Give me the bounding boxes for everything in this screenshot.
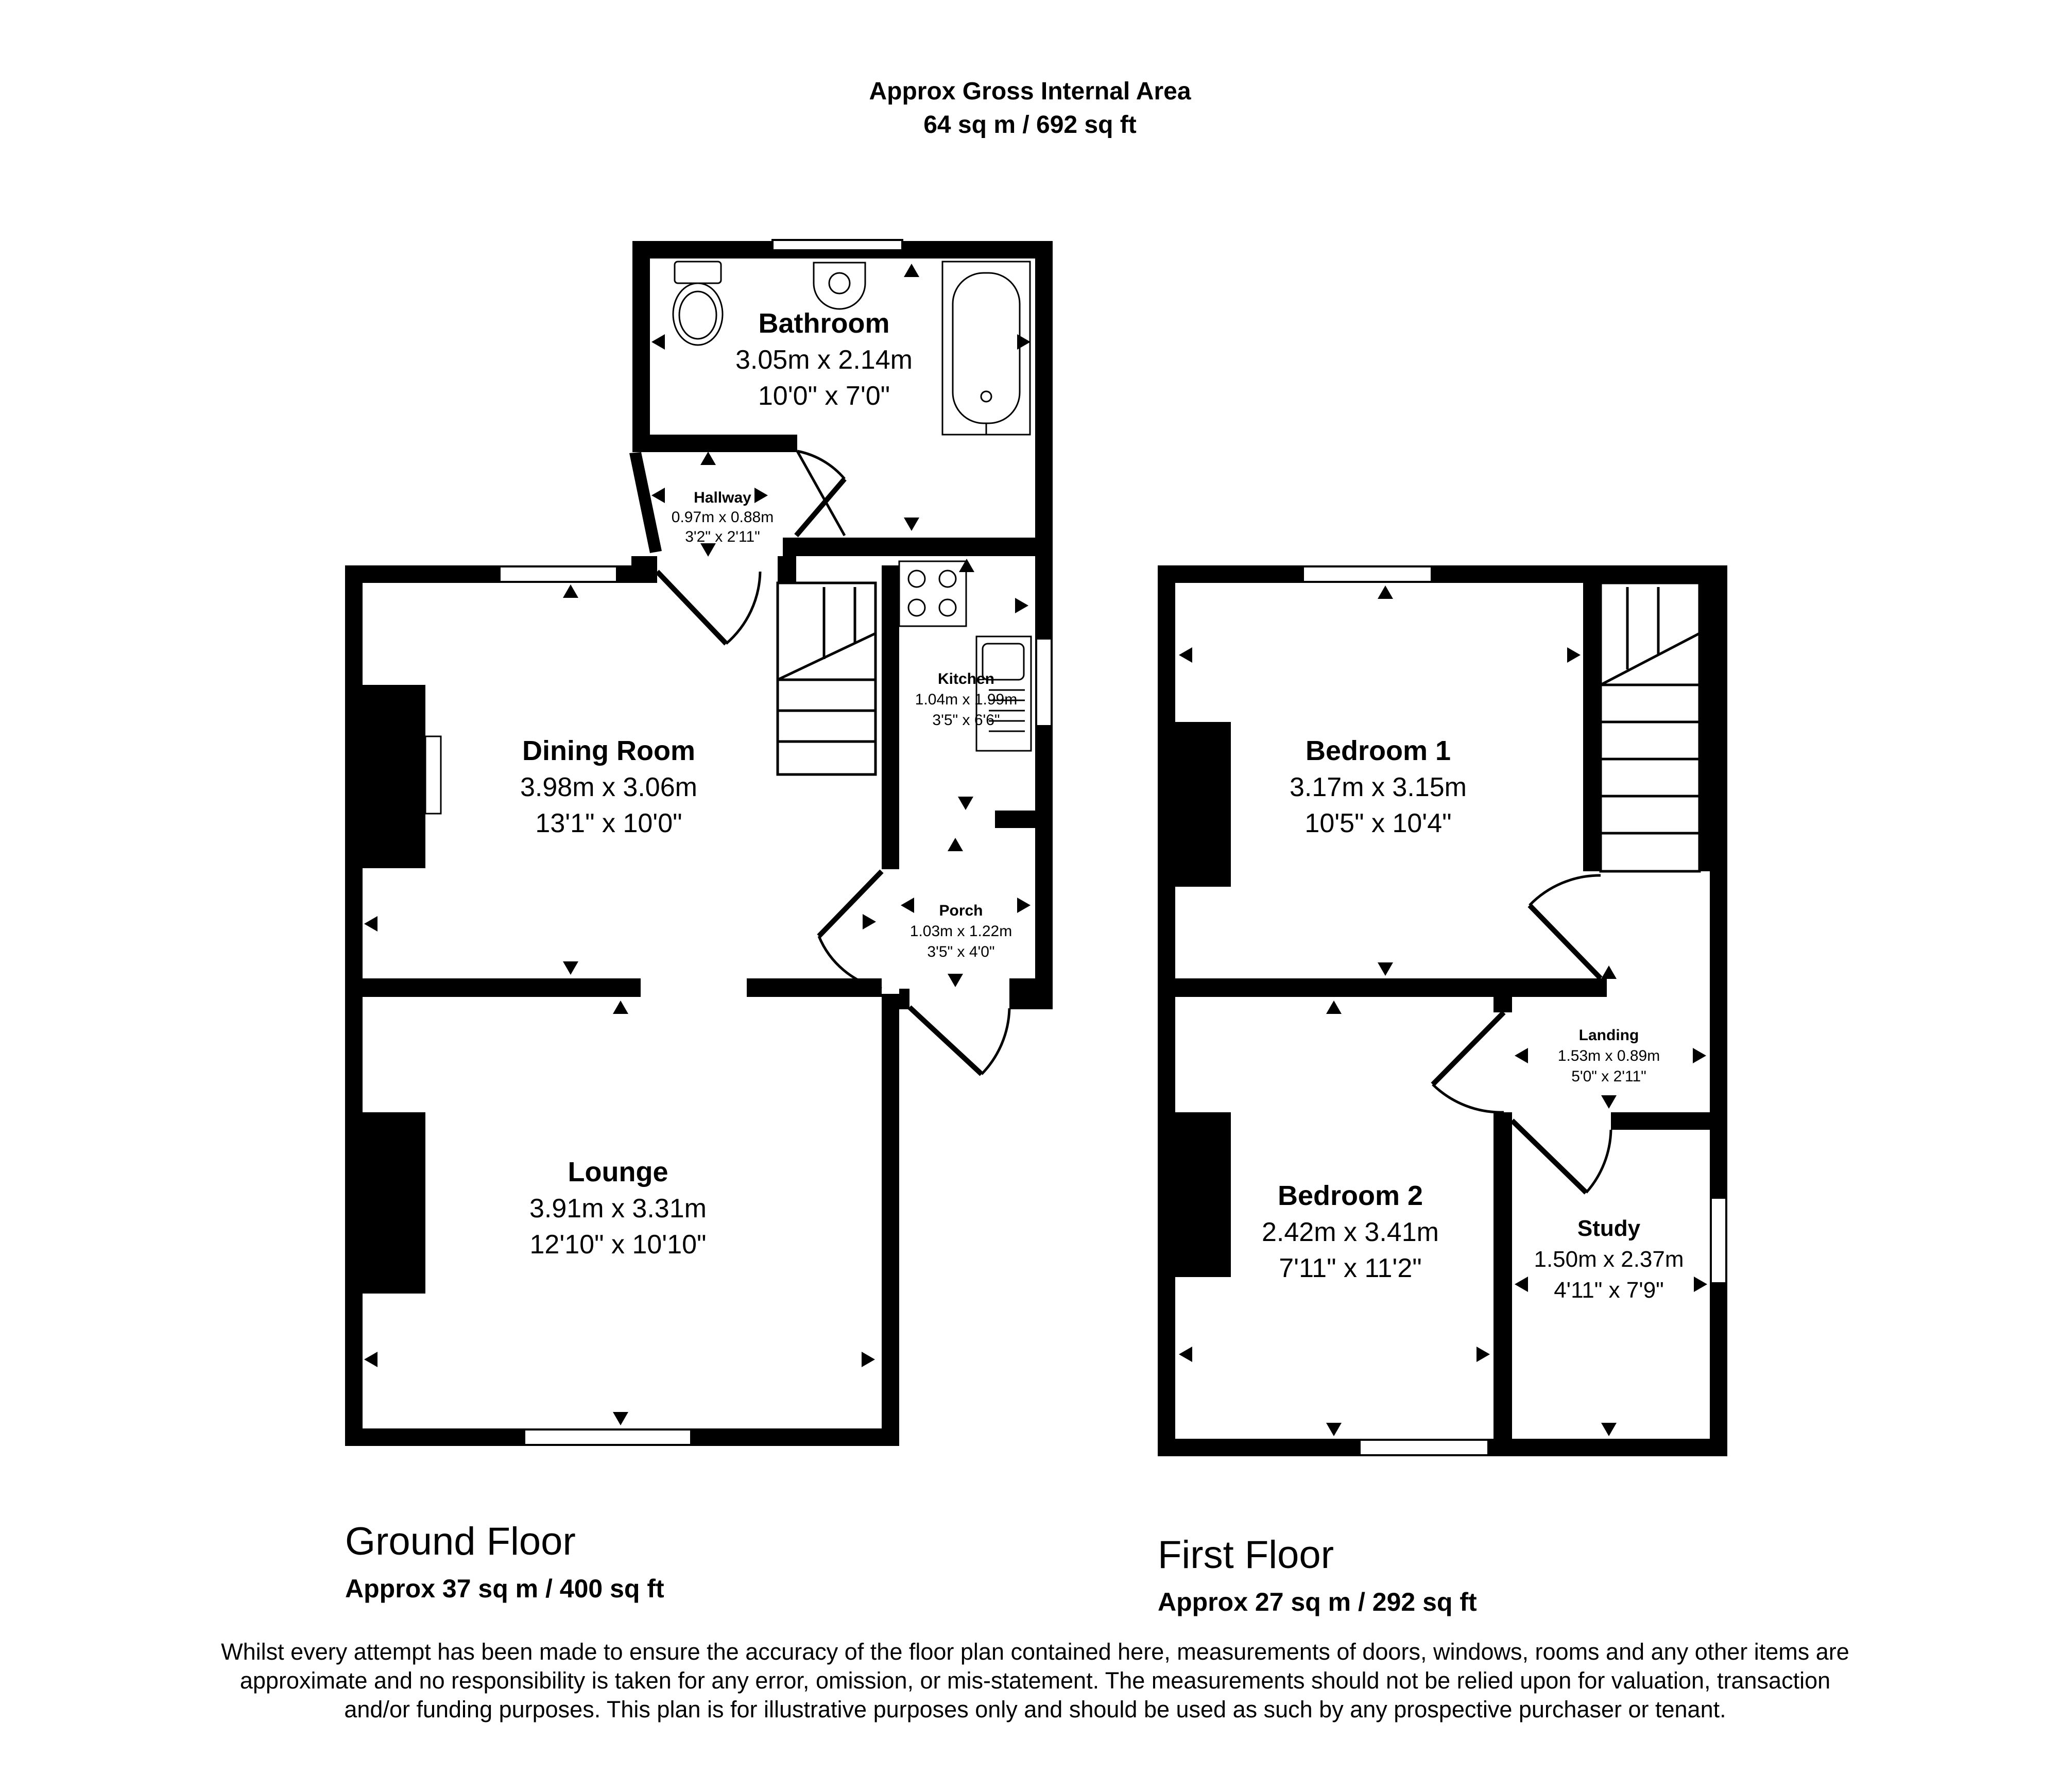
first-floor-area: Approx 27 sq m / 292 sq ft [1158,1588,1477,1616]
disclaimer-text: Whilst every attempt has been made to en… [221,1639,1849,1722]
ground-stairs [776,581,877,776]
room-study: Study 1.50m x 2.37m 4'11" x 7'9" [1534,1216,1684,1303]
first-windows [1302,565,1727,1456]
room-bedroom-2: Bedroom 2 2.42m x 3.41m 7'11" x 11'2" [1262,1180,1439,1283]
room-dining: Dining Room 3.98m x 3.06m 13'1" x 10'0" [520,735,697,838]
first-floor-plan [1158,565,1727,1456]
first-dimension-markers [1179,585,1707,1436]
room-imperial: 3'5" x 6'6" [932,712,1000,729]
room-imperial: 5'0" x 2'11" [1571,1068,1646,1085]
bathroom-fixtures [672,261,1031,436]
fireplace-hearth [424,735,442,815]
room-metric: 1.03m x 1.22m [910,923,1012,940]
room-metric: 0.97m x 0.88m [672,509,774,526]
room-metric: 3.98m x 3.06m [520,772,697,802]
room-bedroom-1: Bedroom 1 3.17m x 3.15m 10'5" x 10'4" [1290,735,1467,838]
room-imperial: 4'11" x 7'9" [1554,1278,1664,1303]
room-imperial: 7'11" x 11'2" [1279,1253,1421,1283]
first-stairs [1599,581,1701,873]
room-name: Bathroom [759,308,890,339]
room-name: Bedroom 1 [1306,735,1451,766]
room-name: Porch [939,902,983,919]
room-imperial: 10'0" x 7'0" [758,381,890,411]
room-metric: 1.04m x 1.99m [915,691,1017,708]
room-porch: Porch 1.03m x 1.22m 3'5" x 4'0" [910,902,1012,960]
area-total: 64 sq m / 692 sq ft [923,111,1137,139]
first-floor-walls [1158,565,1727,1456]
ground-floor-title: Ground Floor [345,1520,576,1563]
room-metric: 1.50m x 2.37m [1534,1247,1684,1272]
ground-doors [629,450,1011,1076]
room-kitchen: Kitchen 1.04m x 1.99m 3'5" x 6'6" [915,670,1017,729]
room-imperial: 3'2" x 2'11" [685,528,760,545]
room-metric: 3.05m x 2.14m [735,345,913,375]
room-metric: 2.42m x 3.41m [1262,1217,1439,1247]
room-imperial: 12'10" x 10'10" [529,1230,706,1260]
room-imperial: 13'1" x 10'0" [535,808,682,838]
room-imperial: 3'5" x 4'0" [927,943,994,960]
first-doors [1431,874,1612,1195]
ground-windows [499,239,1053,1446]
ground-floor-plan [345,239,1053,1446]
room-imperial: 10'5" x 10'4" [1304,808,1451,838]
room-name: Study [1577,1216,1641,1241]
room-name: Bedroom 2 [1278,1180,1423,1211]
area-title: Approx Gross Internal Area [869,78,1191,105]
room-name: Dining Room [522,735,695,766]
room-bathroom: Bathroom 3.05m x 2.14m 10'0" x 7'0" [735,308,913,411]
room-name: Landing [1579,1027,1639,1044]
room-name: Lounge [568,1157,668,1187]
room-name: Kitchen [938,670,994,687]
room-lounge: Lounge 3.91m x 3.31m 12'10" x 10'10" [529,1157,707,1260]
ground-floor-area: Approx 37 sq m / 400 sq ft [345,1574,664,1603]
room-metric: 3.91m x 3.31m [529,1194,707,1224]
first-floor-title: First Floor [1158,1533,1334,1577]
room-hallway: Hallway 0.97m x 0.88m 3'2" x 2'11" [672,489,774,545]
room-metric: 3.17m x 3.15m [1290,772,1467,802]
room-name: Hallway [694,489,751,506]
room-landing: Landing 1.53m x 0.89m 5'0" x 2'11" [1558,1027,1660,1085]
kitchen-fixtures [898,560,1032,752]
room-metric: 1.53m x 0.89m [1558,1047,1660,1064]
